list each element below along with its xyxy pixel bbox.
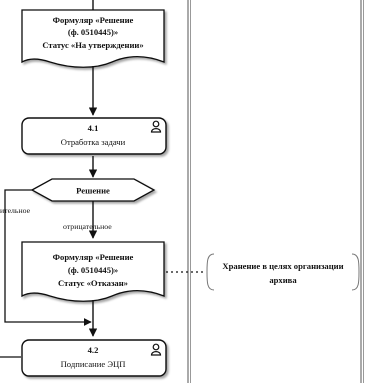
annotation-line2: архива <box>269 275 297 285</box>
swimlane-borders <box>187 0 364 383</box>
decision-label: Решение <box>76 186 110 196</box>
document-form-rejected[interactable]: Формуляр «Решение (ф. 0510445)» Статус «… <box>21 241 165 302</box>
branch-left-label: ительное <box>0 206 31 215</box>
doc1-line1: Формуляр «Решение <box>53 15 134 25</box>
connector-decision-left-branch <box>4 189 92 326</box>
doc1-line3: Статус «На утверждении» <box>42 40 143 50</box>
task41-title: Отработка задачи <box>61 137 126 147</box>
user-icon <box>150 120 162 133</box>
user-icon <box>150 343 162 356</box>
doc1-line2: (ф. 0510445)» <box>68 27 118 37</box>
decision-gateway[interactable]: Решение <box>30 178 156 202</box>
branch-down-label: отрицательное <box>63 222 112 231</box>
task42-title: Подписание ЭЦП <box>61 359 126 369</box>
document-form-approval[interactable]: Формуляр «Решение (ф. 0510445)» Статус «… <box>21 9 165 68</box>
annotation-line1: Хранение в целях организации <box>222 261 343 271</box>
doc2-line3: Статус «Отказан» <box>58 278 128 288</box>
task-4-2[interactable]: 4.2 Подписание ЭЦП <box>21 339 167 377</box>
doc2-line1: Формуляр «Решение <box>53 252 134 262</box>
task41-number: 4.1 <box>88 123 99 133</box>
task42-number: 4.2 <box>88 345 99 355</box>
annotation-archive: Хранение в целях организации архива <box>206 253 360 291</box>
task-4-1[interactable]: 4.1 Отработка задачи <box>21 117 167 155</box>
doc2-line2: (ф. 0510445)» <box>68 265 118 275</box>
